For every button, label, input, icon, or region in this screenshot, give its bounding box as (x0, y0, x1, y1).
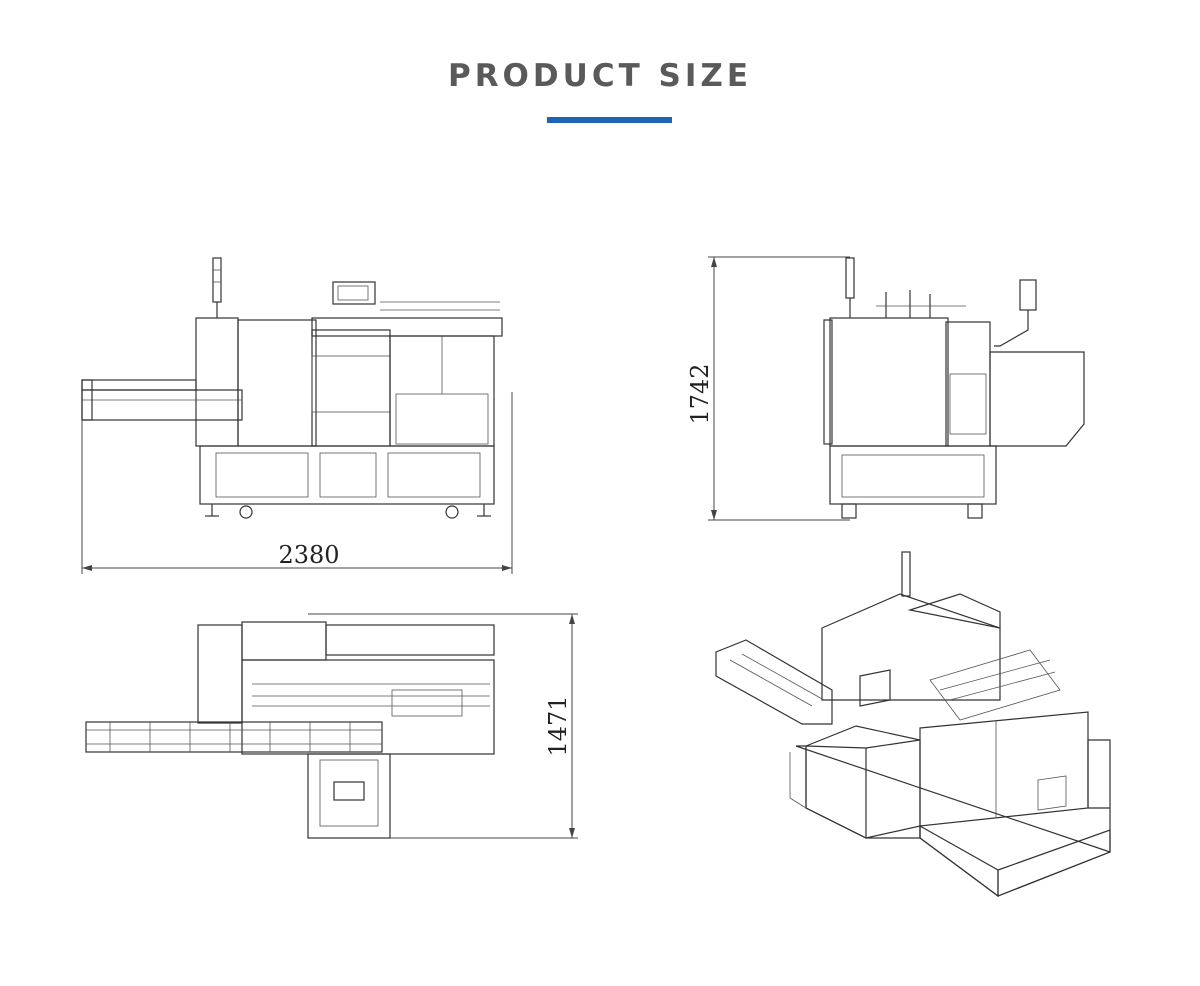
width-dimension-label: 2380 (278, 541, 339, 569)
title-underline (547, 117, 672, 123)
front-width-dimension (81, 392, 513, 574)
top-depth-dimension (308, 613, 578, 839)
top-view-drawing (85, 621, 495, 839)
height-dimension-label: 1742 (686, 363, 714, 424)
page-title: PRODUCT SIZE (447, 58, 753, 94)
isometric-view-drawing (715, 551, 1111, 898)
side-height-dimension (708, 256, 850, 521)
depth-dimension-label: 1471 (544, 695, 572, 756)
side-view-drawing (823, 257, 1085, 519)
front-view-drawing (81, 257, 503, 519)
